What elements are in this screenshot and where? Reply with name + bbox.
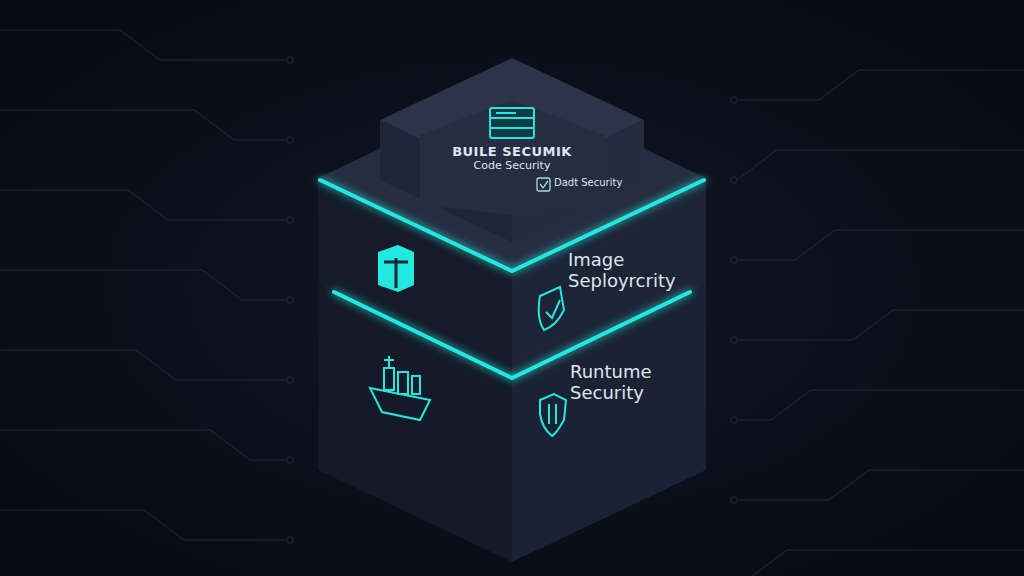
circuit-trace [734, 230, 1024, 260]
layer-node: Runtume Security [570, 362, 696, 405]
circuit-trace [0, 110, 290, 140]
circuit-trace [0, 430, 290, 460]
circuit-pad [287, 537, 293, 543]
shield-icon [539, 287, 564, 330]
circuit-trace [734, 470, 1024, 500]
circuit-traces [0, 30, 1024, 576]
circuit-pad [731, 497, 737, 503]
circuit-trace [734, 390, 1024, 420]
circuit-trace [0, 510, 290, 540]
block-label: BUILE SECUMIK [427, 145, 597, 160]
ship-icon [370, 356, 430, 420]
block-top-face [380, 58, 644, 182]
stack-top-face [318, 86, 706, 270]
glow-line [320, 180, 704, 271]
data-icon [537, 178, 550, 191]
circuit-trace [0, 270, 290, 300]
circuit-trace [734, 550, 1024, 576]
circuit-trace [734, 310, 1024, 340]
circuit-trace [0, 30, 290, 60]
circuit-pad [731, 257, 737, 263]
circuit-trace [0, 190, 290, 220]
block-label: Code Security [427, 160, 597, 173]
circuit-pad [731, 177, 737, 183]
layer-label: Image Seployrcrity [568, 250, 694, 291]
layer-label: Runtume Security [570, 362, 696, 403]
circuit-pad [287, 377, 293, 383]
layer-node: Dadt Security [554, 177, 654, 191]
circuit-pad [287, 57, 293, 63]
package-icon [378, 245, 414, 292]
circuit-trace [734, 150, 1024, 180]
layer-node: Image Seployrcrity [568, 250, 694, 293]
layer-node: BUILE SECUMIKCode Security [427, 145, 597, 175]
circuit-pad [287, 137, 293, 143]
face-label: Dadt Security [554, 177, 654, 189]
circuit-trace [0, 350, 290, 380]
shield-icon [540, 394, 566, 436]
circuit-pad [731, 337, 737, 343]
circuit-pad [287, 457, 293, 463]
server-icon [490, 108, 534, 138]
circuit-pad [287, 217, 293, 223]
circuit-pad [287, 297, 293, 303]
circuit-pad [731, 97, 737, 103]
block-front-panel [420, 100, 604, 215]
circuit-pad [731, 417, 737, 423]
circuit-trace [734, 70, 1024, 100]
